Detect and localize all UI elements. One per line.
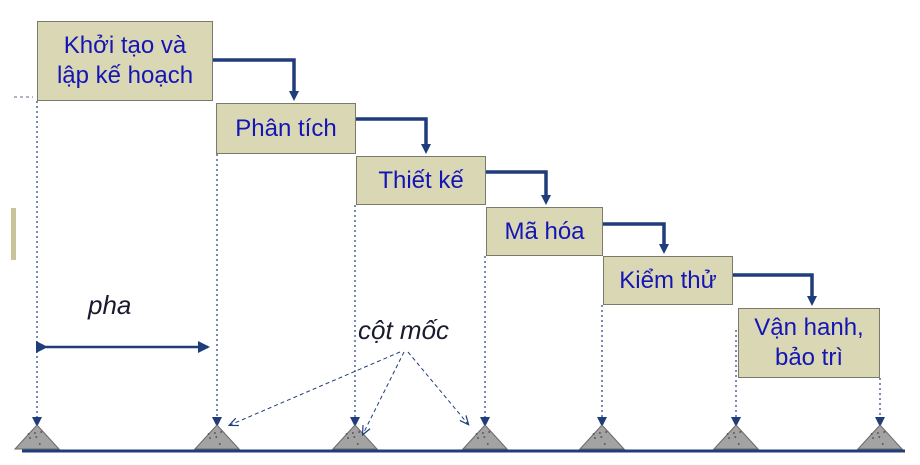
milestone-texture-dot bbox=[600, 436, 603, 438]
milestone-texture-dot bbox=[475, 433, 478, 435]
phase-box-testing: Kiểm thử bbox=[603, 256, 733, 305]
milestone-texture-dot bbox=[734, 436, 737, 438]
milestone-texture-dot bbox=[486, 443, 489, 445]
milestone-texture-dot bbox=[477, 437, 479, 439]
milestone-texture-dot bbox=[29, 437, 31, 439]
milestone-texture-dot bbox=[594, 437, 596, 439]
milestone-texture-dot bbox=[38, 443, 41, 445]
milestone-texture-dot bbox=[213, 432, 216, 434]
milestone-pointer-3 bbox=[407, 351, 468, 424]
milestone-texture-dot bbox=[27, 433, 30, 435]
milestone-texture-dot bbox=[351, 432, 354, 434]
edge-bar-mark bbox=[11, 208, 16, 260]
milestone-texture-dot bbox=[876, 432, 879, 434]
milestone-texture-dot bbox=[353, 436, 356, 438]
milestone-texture-dot bbox=[215, 436, 218, 438]
phase-box-initiation: Khởi tạo và lập kế hoạch bbox=[37, 21, 213, 101]
milestone-texture-dot bbox=[737, 443, 740, 445]
phase-connector-arrow bbox=[603, 222, 669, 254]
milestone-texture-dot bbox=[207, 433, 210, 435]
phase-connector-arrow bbox=[213, 58, 299, 101]
milestone-texture-dot bbox=[739, 431, 742, 433]
milestone-texture-dot bbox=[881, 443, 884, 445]
milestone-texture-dot bbox=[872, 437, 874, 439]
phase-connector-arrow bbox=[733, 273, 817, 306]
milestone-texture-dot bbox=[40, 431, 43, 433]
milestone-texture-dot bbox=[209, 437, 211, 439]
milestone-texture-dot bbox=[605, 431, 608, 433]
milestone-texture-dot bbox=[347, 437, 349, 439]
milestone-texture-dot bbox=[358, 431, 361, 433]
milestone-pointer-1 bbox=[230, 351, 401, 425]
milestone-texture-dot bbox=[483, 436, 486, 438]
phase-connector-arrow bbox=[486, 170, 551, 205]
phase-box-design: Thiết kế bbox=[356, 156, 486, 205]
phase-connector-arrow bbox=[356, 117, 431, 154]
milestone-texture-dot bbox=[598, 432, 601, 434]
milestone-texture-dot bbox=[726, 433, 729, 435]
milestone-texture-dot bbox=[356, 443, 359, 445]
milestone-texture-dot bbox=[481, 432, 484, 434]
milestone-texture-dot bbox=[878, 436, 881, 438]
milestone-texture-dot bbox=[345, 433, 348, 435]
milestone-label: cột mốc bbox=[358, 315, 450, 345]
milestone-texture-dot bbox=[218, 443, 221, 445]
milestone-texture-dot bbox=[35, 436, 38, 438]
phase-box-analysis: Phân tích bbox=[216, 103, 356, 154]
milestone-texture-dot bbox=[488, 431, 491, 433]
milestone-pointer-2 bbox=[363, 351, 405, 434]
milestone-texture-dot bbox=[592, 433, 595, 435]
milestone-texture-dot bbox=[870, 433, 873, 435]
phase-box-coding: Mã hóa bbox=[486, 207, 603, 256]
milestone-texture-dot bbox=[603, 443, 606, 445]
phase-box-operation: Vận hanh, bảo trì bbox=[738, 308, 880, 378]
phase-label: pha bbox=[88, 290, 132, 320]
milestone-texture-dot bbox=[883, 431, 886, 433]
milestone-texture-dot bbox=[220, 431, 223, 433]
milestone-texture-dot bbox=[33, 432, 36, 434]
milestone-texture-dot bbox=[732, 432, 735, 434]
milestone-texture-dot bbox=[728, 437, 730, 439]
